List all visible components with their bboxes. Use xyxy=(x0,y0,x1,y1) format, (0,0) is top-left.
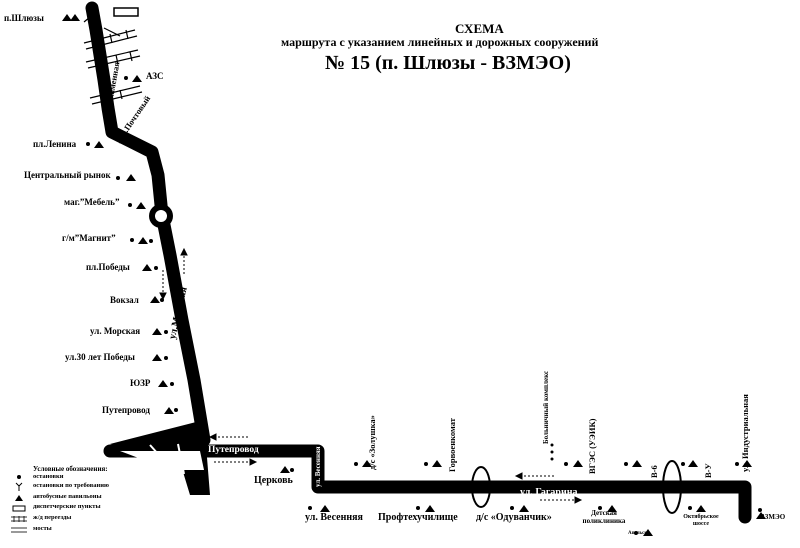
stop-label-vzmeo: ВЗМЭО xyxy=(760,513,786,521)
legend-label-stops: остановки xyxy=(33,473,64,480)
legend-label-pavilions: автобусные павильоны xyxy=(33,493,102,500)
street-label-industrialnaya: ул. Индустриальная xyxy=(740,394,750,472)
stop-label-puteprovod-road: Путепровод xyxy=(208,445,259,455)
direction-arrows xyxy=(159,247,583,504)
stop-label-shlyuzy: п.Шлюзы xyxy=(4,13,44,23)
legend-title: Условные обозначения: xyxy=(33,465,108,473)
railway-crossings xyxy=(83,11,143,105)
stop-label-apelsin: Апельсин xyxy=(628,531,651,536)
stop-label-magnit: г/м”Магнит” xyxy=(62,233,116,243)
bridge-1 xyxy=(471,466,491,508)
stop-label-v6: В-6 xyxy=(649,465,659,478)
stop-label-oktyabrskoe: Октябрьское шоссе xyxy=(683,514,719,527)
stop-label-proftekh: Профтехучилище xyxy=(378,512,458,523)
legend-label-bridges: мосты xyxy=(33,525,52,532)
junction-triangle xyxy=(110,420,210,495)
street-label-vesennyaya: ул. Весенняя xyxy=(314,446,322,487)
railway-crossing-icon xyxy=(11,516,27,522)
page-subtitle: маршрута с указанием линейных и дорожных… xyxy=(281,35,599,49)
request-stop-icon xyxy=(15,482,23,491)
stop-label-vesennyaya: ул. Весенняя xyxy=(305,512,363,523)
stop-label-bolnichny: Больничный комплекс xyxy=(542,370,550,444)
stop-label-tserkov: Церковь xyxy=(254,475,293,486)
stop-label-gorvoenkomat: Горвоенкомат xyxy=(447,418,457,472)
stop-label-central-market: Центральный рынок xyxy=(24,170,111,180)
bridge-2 xyxy=(662,460,682,514)
legend-label-railway: ж/д переезды xyxy=(33,514,72,521)
dispatch-point-icon xyxy=(113,7,139,17)
stop-label-morskaya: ул. Морская xyxy=(90,326,141,336)
pavilion-icon xyxy=(15,495,23,501)
stop-label-vu: В-У xyxy=(703,463,713,478)
stop-dot-icon xyxy=(17,475,21,479)
stop-label-puteprovod-left: Путепровод xyxy=(102,405,150,415)
route-number: № 15 (п. Шлюзы - ВЗМЭО) xyxy=(325,52,571,74)
bridge-icon xyxy=(11,527,27,533)
stop-label-30-let-pobedy: ул.30 лет Победы xyxy=(65,352,135,362)
stop-label-detskaya-poliklinika: Детская поликлиника xyxy=(582,509,626,525)
stop-label-vges: ВГЭС (УЭИК) xyxy=(587,418,597,474)
legend-icons xyxy=(11,475,27,533)
stop-label-azs: АЗС xyxy=(146,71,164,81)
dispatch-point-icon xyxy=(12,505,26,512)
legend-label-dispatch: диспетчерские пункты xyxy=(33,503,101,510)
street-label-gagarina: ул. Гагарина xyxy=(520,487,578,498)
route-line xyxy=(85,1,752,524)
stop-label-pobedy: пл.Победы xyxy=(86,262,130,272)
stop-label-oduvanchik: д/с «Одуванчик» xyxy=(476,512,552,523)
stop-label-vokzal: Вокзал xyxy=(110,295,139,305)
stop-label-zolushka: д/с «Золушка» xyxy=(367,415,377,470)
stop-label-yuzr: ЮЗР xyxy=(130,378,151,388)
stop-label-lenina: пл.Ленина xyxy=(33,139,77,149)
legend-label-request: остановки по требованию xyxy=(33,482,109,489)
page-title: СХЕМА xyxy=(455,21,504,36)
stop-label-mebel: маг.”Мебель” xyxy=(64,197,120,207)
pavilion-icons-left xyxy=(62,14,178,414)
pavilion-icons-right xyxy=(280,443,766,536)
